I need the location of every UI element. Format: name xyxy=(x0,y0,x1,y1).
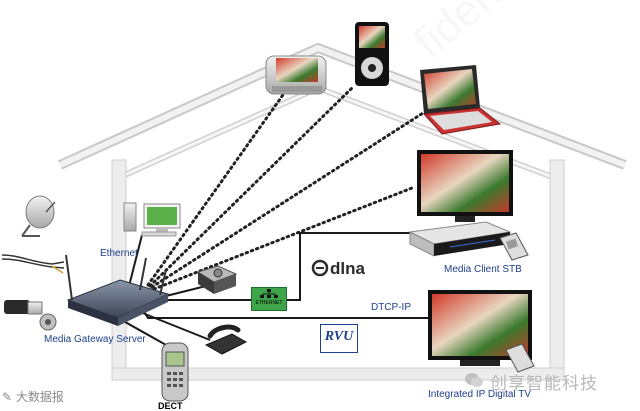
rvu-logo-text: RVU xyxy=(324,329,354,344)
integrated-tv-icon xyxy=(428,290,532,366)
hard-drive-icon xyxy=(196,265,238,294)
wireless-links xyxy=(146,83,425,291)
flat-tv-icon xyxy=(417,150,513,222)
media-gateway-server-label: Media Gateway Server xyxy=(44,334,146,345)
dlna-label: dlna xyxy=(330,259,365,278)
source-watermark: ✎ 大数据报 xyxy=(2,388,64,405)
source-watermark-text: 大数据报 xyxy=(15,390,64,404)
media-player-icon xyxy=(355,22,389,86)
ethernet-label: Ethernet xyxy=(100,248,138,259)
remote-icon-2 xyxy=(505,343,535,373)
svg-text:fidential: fidential xyxy=(405,0,553,68)
brand-watermark: 创享智能科技 xyxy=(490,374,598,394)
coax-connector-icon xyxy=(4,300,57,331)
remote-icon xyxy=(499,232,529,261)
dlna-logo xyxy=(311,259,329,277)
weibo-icon: ✎ xyxy=(2,390,16,404)
dect-label: DECT xyxy=(158,401,183,411)
integrated-ip-tv-label: Integrated IP Digital TV xyxy=(428,389,532,400)
phone-icon xyxy=(204,324,248,355)
ethernet-badge-text: ETHERNET xyxy=(255,300,283,306)
media-client-stb-label: Media Client STB xyxy=(444,264,522,275)
desktop-pc-icon xyxy=(123,202,181,237)
dtcp-ip-label: DTCP-IP xyxy=(371,302,411,313)
rvu-logo: RVU xyxy=(320,324,358,353)
cable-icon xyxy=(1,254,65,274)
set-top-box-icon xyxy=(408,221,512,257)
wechat-icon xyxy=(464,372,484,388)
laptop-icon xyxy=(420,65,502,135)
network-icon xyxy=(252,288,286,300)
satellite-dish-icon xyxy=(21,195,56,237)
ethernet-badge: ETHERNET xyxy=(251,287,287,311)
router-icon xyxy=(65,254,170,326)
dect-handset-icon xyxy=(161,342,189,402)
smartphone-icon xyxy=(265,55,327,95)
